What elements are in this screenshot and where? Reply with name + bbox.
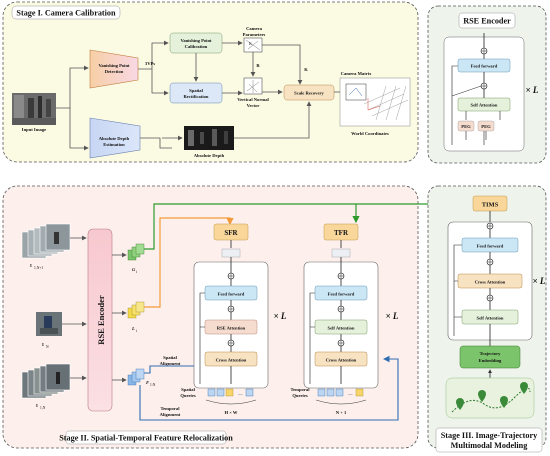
stage1-panel: Stage I. Camera Calibration Input Image … (2, 1, 419, 163)
rse-times-l: × L (526, 85, 539, 95)
hw-label: H × W (225, 410, 238, 415)
stage3-feed-forward: Feed forward (477, 244, 504, 249)
img-label-mid: I (42, 342, 44, 347)
scale-recovery-label: Scale Recovery (294, 91, 324, 96)
absolute-depth-estimation-block: Absolute Depth Estimation (89, 117, 141, 159)
img-label-bot-sub: 1,N (40, 406, 46, 411)
vps-label: 3VPs (145, 61, 155, 66)
stage3-self-attention: Self Attention (477, 316, 504, 321)
stage3-panel: TIMS Feed forward Cross Attention Self A… (427, 185, 547, 453)
svg-text:—: — (347, 391, 353, 396)
spatial-query-tokens: — (207, 388, 254, 397)
sfr-rse-attention: RSE Attention (217, 326, 246, 331)
camera-matrix-label: Camera Matrix (341, 71, 372, 76)
sfr-module: SFR Feed forward RSE Attention Cross Att… (193, 223, 287, 389)
temporal-query-tokens: — (317, 388, 364, 397)
abs-depth-label: Absolute Depth (194, 153, 225, 158)
spatial-rect-line2: Rectification (183, 94, 208, 99)
vertical-normal-vector-icon (243, 77, 263, 95)
g-label-sub: t (136, 270, 137, 274)
stage3-title-line1: Stage III. Image-Trajectory (441, 431, 538, 440)
r-label: R (256, 63, 260, 68)
img-label-bot: I (36, 403, 38, 408)
svg-text:—: — (237, 391, 243, 396)
rse-self-attention: Self Attention (471, 103, 498, 108)
n1-label: N + 1 (336, 410, 347, 415)
rse-encoder-label: RSE Encoder (96, 295, 106, 345)
trajectory-embedding-block: Trajectory Embedding (459, 345, 521, 369)
g-label: G (132, 267, 136, 272)
rse-encoder-block: RSE Encoder (87, 228, 113, 412)
spatial-queries-line1: Spatial (181, 387, 196, 392)
spatial-alignment-line2: Alignment (160, 361, 181, 366)
temporal-queries-line2: Queries (292, 393, 308, 398)
stage2-panel: Stage II. Spatial-Temporal Feature Reloc… (2, 185, 419, 449)
image-stack-top (21, 223, 71, 259)
l-label: L (131, 326, 135, 331)
world-coordinates-figure (339, 77, 411, 127)
image-single-mid (36, 312, 62, 336)
stage3-cross-attention: Cross Attention (475, 280, 506, 285)
trajectory-map (445, 377, 535, 419)
input-image (12, 93, 56, 125)
cam-params-line1: Camera (246, 26, 263, 31)
rse-encoder-panel: RSE Encoder Feed forward Self Attention … (427, 5, 547, 164)
image-stack-bottom (21, 363, 71, 399)
tims-label: TIMS (482, 202, 499, 209)
sfr-feed-forward: Feed forward (218, 292, 245, 297)
rse-peg-2: PEG (481, 124, 491, 129)
rse-peg-1: PEG (461, 124, 471, 129)
input-image-label: Input Image (22, 127, 46, 132)
vp-calibration-line2: Calibration (185, 44, 208, 49)
stage3-times-l: × L (533, 276, 546, 286)
camera-parameters-icon: K (243, 37, 263, 53)
stage3-title-line2: Multimodal Modeling (451, 441, 529, 450)
img-label-top: I (30, 263, 32, 268)
rse-feed-forward: Feed forward (471, 64, 498, 69)
vanishing-point-detection-block: Vanishing Point Detection (89, 49, 139, 89)
f-label: F (146, 380, 149, 385)
tfr-cross-attention: Cross Attention (326, 358, 357, 363)
tfr-label: TFR (334, 229, 349, 237)
tfr-self-attention: Self Attention (328, 326, 355, 331)
img-label-top-sub: 1,N+1 (34, 266, 43, 271)
abs-depth-est-line1: Absolute Depth (99, 136, 130, 141)
scale-recovery-block: Scale Recovery (283, 84, 335, 101)
vp-detection-line1: Vanishing Point (98, 63, 130, 68)
tfr-feed-forward: Feed forward (328, 292, 355, 297)
temporal-alignment-line2: Alignment (160, 412, 181, 417)
spatial-rectification-block: Spatial Rectification (169, 82, 223, 104)
rse-panel-title: RSE Encoder (463, 17, 511, 26)
world-coordinates-label: World Coordinates (351, 131, 389, 136)
sfr-label: SFR (224, 229, 238, 237)
temporal-alignment-line1: Temporal (161, 406, 181, 411)
svg-text:K: K (249, 41, 252, 46)
stage2-title: Stage II. Spatial-Temporal Feature Reloc… (59, 434, 233, 443)
l-label-sub: t (136, 329, 137, 333)
cam-params-line2: Parameters (243, 32, 266, 37)
absolute-depth-image (184, 126, 234, 150)
vnv-line1: Vertical Normal (237, 97, 269, 102)
vnv-line2: Vector (247, 103, 260, 108)
img-label-mid-sub: N (46, 345, 49, 349)
sfr-cross-attention: Cross Attention (216, 358, 247, 363)
tfr-module: TFR Feed forward Self Attention Cross At… (303, 223, 399, 389)
stage1-title: Stage I. Camera Calibration (16, 9, 116, 18)
frame-feature-cubes (127, 368, 145, 386)
sfr-times-l: × L (274, 311, 287, 321)
vp-calibration-line1: Vanishing Point (180, 38, 212, 43)
traj-emb-line2: Embedding (479, 358, 502, 363)
spatial-rect-line1: Spatial (189, 88, 204, 93)
vp-detection-line2: Detection (105, 69, 124, 74)
f-label-sub: 1:N (150, 383, 156, 387)
temporal-queries-line1: Temporal (291, 387, 311, 392)
spatial-alignment-line1: Spatial (163, 355, 178, 360)
spatial-queries-line2: Queries (180, 393, 196, 398)
vp-calibration-block: Vanishing Point Calibration (169, 32, 223, 54)
tfr-times-l: × L (386, 311, 399, 321)
abs-depth-est-line2: Estimation (103, 142, 125, 147)
k-label-right: K (304, 67, 308, 72)
traj-emb-line1: Trajectory (480, 351, 502, 356)
